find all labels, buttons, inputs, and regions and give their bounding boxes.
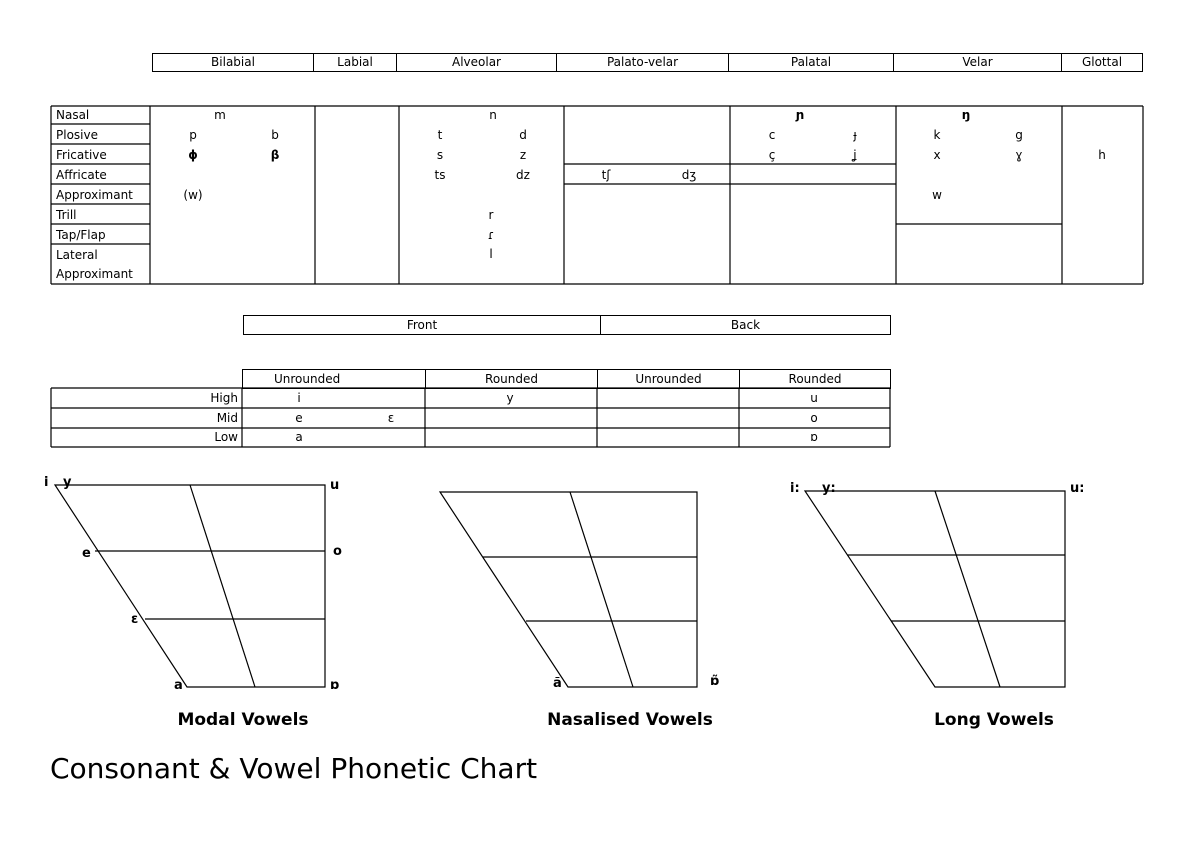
symbol-c-cedilla: ç	[768, 148, 776, 162]
row-label-trill: Trill	[56, 208, 77, 222]
vowel-row-mid: Mid	[216, 411, 238, 425]
nasalised-vowels-caption: Nasalised Vowels	[547, 710, 713, 730]
vowel-row-low: Low	[214, 430, 238, 444]
symbol-w-bilabial: (w)	[183, 188, 203, 202]
long-label-i: i:	[790, 481, 800, 496]
symbol-k: k	[933, 128, 941, 142]
symbol-m: m	[214, 108, 226, 122]
nasal-label-low-back: ɒ̃	[710, 674, 720, 689]
header-palatal: Palatal	[728, 53, 894, 72]
header-back: Back	[600, 315, 891, 335]
nasal-label-a: ã	[553, 676, 562, 691]
symbol-l: l	[489, 247, 493, 261]
modal-label-y: y	[63, 475, 72, 490]
row-label-tap-flap: Tap/Flap	[56, 228, 106, 242]
symbol-beta: β	[270, 148, 280, 162]
vowel-e: e	[295, 411, 303, 425]
symbol-p: p	[189, 128, 197, 142]
long-label-u: u:	[1070, 481, 1085, 496]
modal-label-i: i	[44, 475, 49, 490]
symbol-g: g	[1015, 128, 1023, 142]
symbol-velar-nasal: ŋ	[961, 108, 971, 122]
row-label-nasal: Nasal	[56, 108, 90, 122]
page-title: Consonant & Vowel Phonetic Chart	[50, 752, 538, 785]
vowel-turned-alpha: ɒ	[810, 430, 818, 444]
subheader-front-unrounded: Unrounded	[242, 369, 426, 389]
vowel-a: a	[295, 430, 303, 444]
symbol-w-velar: w	[932, 188, 942, 202]
vowel-y: y	[506, 391, 514, 405]
symbol-phi: ɸ	[188, 148, 198, 162]
modal-label-e: e	[82, 546, 91, 561]
symbol-s: s	[436, 148, 444, 162]
modal-label-a: a	[174, 678, 183, 693]
symbol-ts: ts	[434, 168, 446, 182]
symbol-palatal-fricative-j: ʝ	[853, 148, 857, 162]
header-bilabial: Bilabial	[152, 53, 314, 72]
header-glottal: Glottal	[1061, 53, 1143, 72]
row-label-fricative: Fricative	[56, 148, 107, 162]
modal-label-u: u	[330, 478, 340, 493]
row-label-lateral-approximant: Approximant	[56, 267, 133, 281]
header-velar: Velar	[893, 53, 1062, 72]
modal-label-o: o	[333, 544, 342, 559]
symbol-n: n	[489, 108, 497, 122]
vowel-row-high: High	[210, 391, 238, 405]
vowel-i: i	[297, 391, 301, 405]
symbol-tap: ɾ	[487, 228, 495, 242]
symbol-d: d	[519, 128, 527, 142]
modal-label-epsilon: ɛ	[131, 612, 139, 627]
row-label-affricate: Affricate	[56, 168, 107, 182]
symbol-dz: dz	[516, 168, 530, 182]
symbol-c: c	[768, 128, 776, 142]
modal-vowels-caption: Modal Vowels	[177, 710, 309, 730]
subheader-back-rounded: Rounded	[739, 369, 891, 389]
long-label-y: y:	[822, 481, 836, 496]
header-labial: Labial	[313, 53, 397, 72]
modal-label-low-back: ɒ	[330, 678, 340, 693]
vowel-o: o	[810, 411, 818, 425]
row-label-lateral: Lateral	[56, 248, 98, 262]
symbol-t: t	[437, 128, 443, 142]
symbol-dzh: dʒ	[681, 168, 697, 182]
symbol-r: r	[488, 208, 494, 222]
symbol-gamma: ɣ	[1015, 148, 1023, 162]
subheader-front-rounded: Rounded	[425, 369, 598, 389]
long-vowels-caption: Long Vowels	[934, 710, 1054, 730]
header-alveolar: Alveolar	[396, 53, 557, 72]
header-palato-velar: Palato-velar	[556, 53, 729, 72]
subheader-back-unrounded: Unrounded	[597, 369, 740, 389]
row-label-plosive: Plosive	[56, 128, 98, 142]
symbol-palatal-nasal: ɲ	[795, 108, 805, 122]
symbol-z: z	[519, 148, 527, 162]
vowel-epsilon: ɛ	[387, 411, 395, 425]
symbol-palatal-stop-j: ɟ	[853, 128, 857, 142]
symbol-x: x	[933, 148, 941, 162]
row-label-approximant: Approximant	[56, 188, 133, 202]
symbol-b: b	[271, 128, 279, 142]
header-front: Front	[243, 315, 601, 335]
vowel-u: u	[810, 391, 818, 405]
symbol-tsh: tʃ	[601, 168, 611, 182]
symbol-h: h	[1098, 148, 1106, 162]
